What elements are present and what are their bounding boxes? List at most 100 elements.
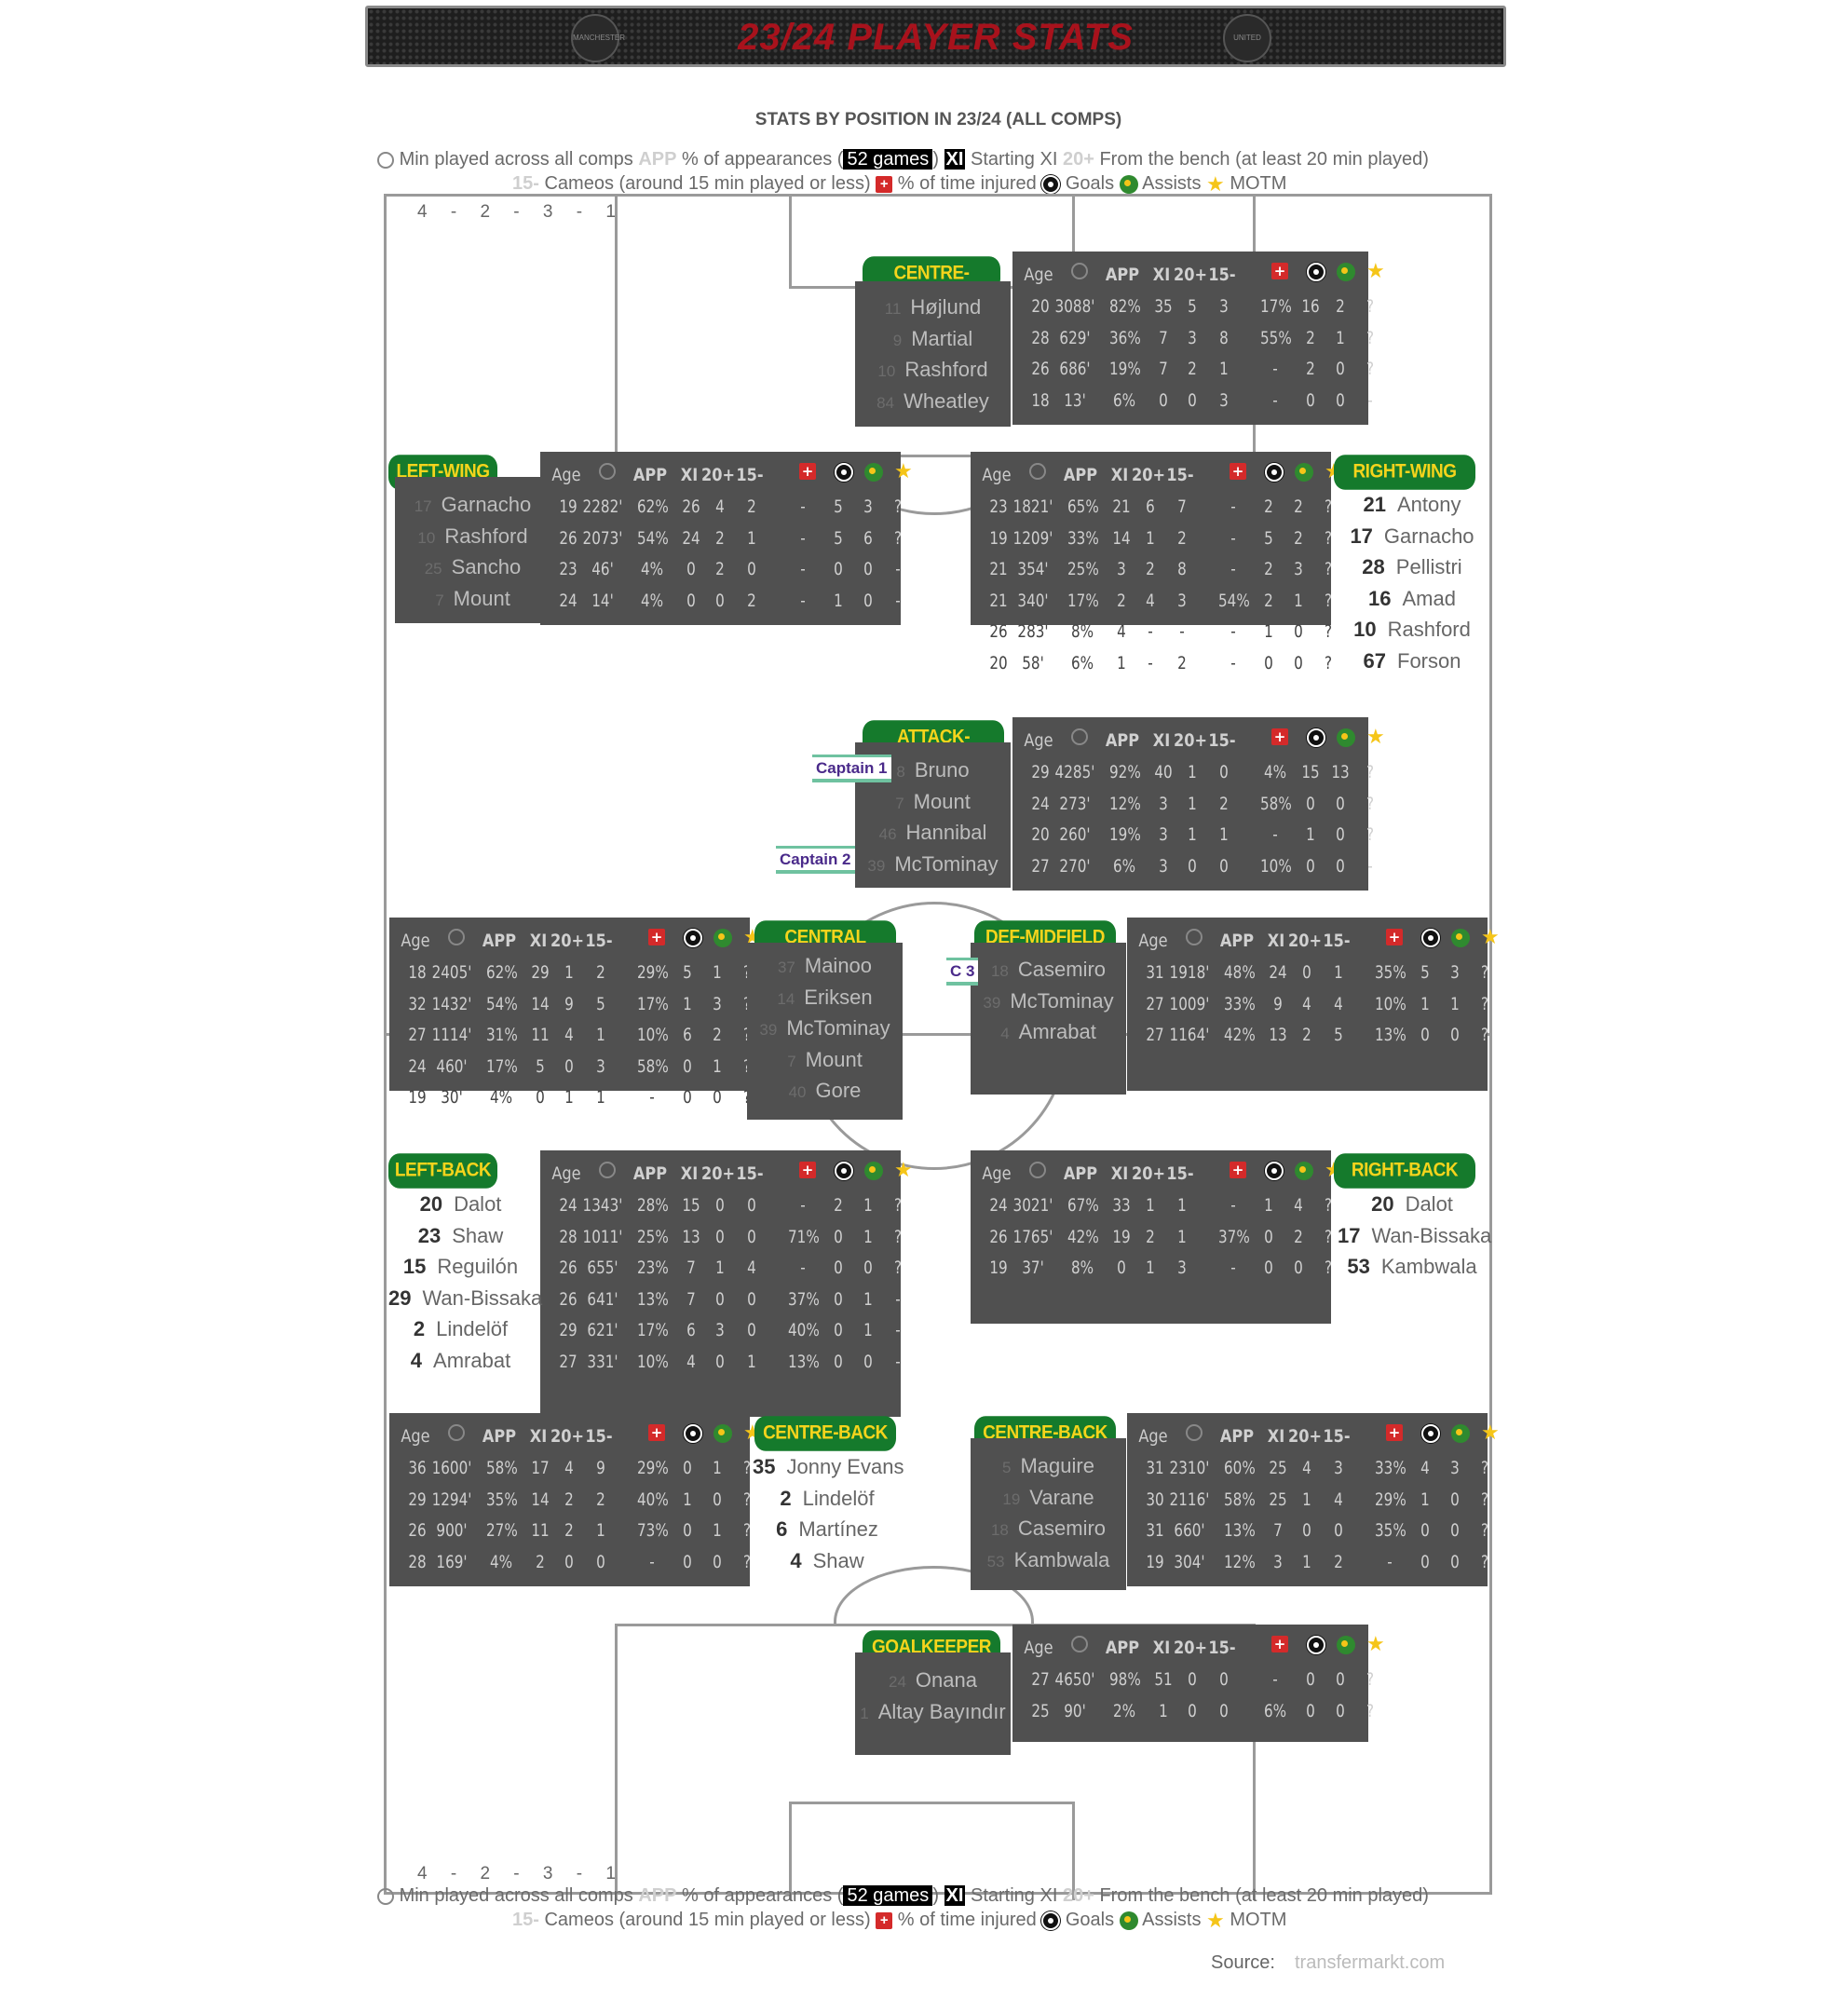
dm-row-2-col-3: 13 <box>1269 1025 1287 1046</box>
injury-cross-icon: + <box>876 1911 893 1929</box>
football-icon <box>835 463 853 482</box>
lb-row-5-col-6: 13% <box>788 1352 820 1372</box>
cbr-row-1-col-7: 1 <box>1420 1489 1430 1510</box>
rw-row-5-col-9: ? <box>1324 653 1333 673</box>
cm-row-3-col-5: 3 <box>596 1055 605 1077</box>
player-name: Jonny Evans <box>786 1455 904 1478</box>
cbl-row-2-col-4: 2 <box>564 1520 574 1542</box>
legend-app-key: APP <box>638 1885 677 1906</box>
cf-row-1-col-5: 8 <box>1219 327 1229 348</box>
am-row-1-col-7: 0 <box>1306 793 1315 814</box>
lb-row-1-col-0: 28 <box>559 1226 578 1247</box>
rb-row-0-col-6: - <box>1230 1195 1236 1216</box>
rw-row-4-col-5: - <box>1179 621 1185 643</box>
lw-row-0-col-4: 4 <box>715 496 725 517</box>
lb-cameo-header: 15- <box>736 1163 764 1184</box>
am-row-1-col-1: 273' <box>1059 793 1091 814</box>
cf-row-2-col-8: 0 <box>1336 359 1345 380</box>
cm-row-4-col-3: 0 <box>536 1087 545 1108</box>
cbr-row-1-col-0: 30 <box>1146 1489 1164 1510</box>
rb-row-0-col-3: 33 <box>1112 1195 1131 1216</box>
legend-injured-text: % of time injured <box>897 1910 1037 1930</box>
rw-row-5-col-0: 20 <box>989 653 1008 673</box>
dm-row-1-col-3: 9 <box>1273 993 1283 1014</box>
assist-icon <box>1119 174 1138 194</box>
cm-row-0-col-8: 1 <box>713 962 722 983</box>
cf-row-1-col-3: 7 <box>1159 327 1168 348</box>
cf-row-3-col-6: - <box>1272 389 1278 411</box>
rb-position-badge: RIGHT-BACK <box>1334 1153 1475 1189</box>
page-title: 23/24 PLAYER STATS <box>738 17 1134 58</box>
lw-row-0-col-7: 5 <box>834 496 843 517</box>
cbl-row-3-col-5: 0 <box>596 1551 605 1572</box>
cbr-row-3-col-5: 2 <box>1334 1551 1343 1572</box>
player-name: Dalot <box>1405 1192 1453 1216</box>
cbl-row-0-col-6: 29% <box>637 1458 669 1478</box>
legend-bench-text: From the bench (at least 20 min played) <box>1099 1885 1429 1906</box>
cf-bench-header: 20+ <box>1173 265 1208 285</box>
legend-games: 52 games <box>843 149 933 170</box>
player-name: Shaw <box>812 1548 864 1572</box>
rb-app-header: APP <box>1063 1163 1098 1184</box>
assist-icon <box>1337 1636 1355 1654</box>
lw-row-3-col-7: 1 <box>834 590 843 611</box>
am-stats-panel <box>1012 717 1368 891</box>
am-row-0-col-6: 4% <box>1263 762 1287 782</box>
lb-row-2-col-4: 1 <box>715 1258 725 1279</box>
clock-icon <box>377 1887 394 1905</box>
am-row-3-col-3: 3 <box>1159 855 1168 877</box>
lb-xi-header: XI <box>680 1163 699 1184</box>
player-number: 67 <box>1363 649 1386 673</box>
player-number: 14 <box>777 989 795 1008</box>
legend-line-2: 15- Cameos (around 15 min played or less… <box>512 171 1625 196</box>
dm-xi-header: XI <box>1267 931 1285 951</box>
rw-row-0-col-8: 2 <box>1294 496 1303 517</box>
cm-row-3-col-3: 5 <box>536 1055 545 1077</box>
cm-row-1-col-7: 1 <box>683 993 692 1014</box>
rw-row-0-col-2: 65% <box>1067 496 1099 517</box>
rb-row-2-col-1: 37' <box>1022 1258 1044 1279</box>
club-crest-left: MANCHESTER <box>571 14 625 62</box>
injury-cross-icon: + <box>1386 1424 1403 1441</box>
rw-row-5-col-4: - <box>1148 653 1153 673</box>
player-name: Varane <box>1029 1485 1094 1509</box>
cf-age-header: Age <box>1024 265 1053 285</box>
lb-row-0-col-8: 1 <box>863 1195 873 1216</box>
cbl-row-2-col-8: 1 <box>713 1520 722 1542</box>
gk-row-0-col-4: 0 <box>1188 1669 1197 1690</box>
player-name: Dalot <box>454 1192 502 1216</box>
legend-xi-key: XI <box>944 149 966 170</box>
lb-row-3-col-7: 0 <box>834 1288 843 1310</box>
cbl-row-2-col-6: 73% <box>637 1520 669 1542</box>
cm-row-1-col-8: 3 <box>713 993 722 1014</box>
football-icon <box>1265 1162 1284 1180</box>
rw-row-3-col-3: 2 <box>1117 590 1126 611</box>
am-row-2-col-2: 19% <box>1109 824 1141 846</box>
injury-cross-icon: + <box>1271 728 1288 745</box>
cf-row-1-col-8: 1 <box>1336 327 1345 348</box>
rw-row-1-col-6: - <box>1230 527 1236 549</box>
cbl-row-3-col-3: 2 <box>536 1551 545 1572</box>
cbr-row-2-col-6: 35% <box>1375 1520 1406 1542</box>
legend-motm-text: MOTM <box>1230 1910 1287 1930</box>
player-name: McTominay <box>1010 988 1114 1013</box>
legend-games: 52 games <box>843 1885 933 1906</box>
am-row-0-col-8: 13 <box>1331 762 1350 782</box>
lb-stats-panel <box>540 1150 901 1417</box>
cm-row-4-col-0: 19 <box>408 1087 427 1108</box>
subtitle: STATS BY POSITION IN 23/24 (ALL COMPS) <box>754 110 1122 129</box>
player-name: Lindelöf <box>802 1486 875 1510</box>
cbr-row-2-col-3: 7 <box>1273 1520 1283 1542</box>
dm-row-1-col-4: 4 <box>1302 993 1311 1014</box>
clock-icon <box>448 1424 465 1441</box>
club-crest-right: UNITED <box>1223 14 1271 62</box>
rw-row-5-col-1: 58' <box>1022 653 1044 673</box>
